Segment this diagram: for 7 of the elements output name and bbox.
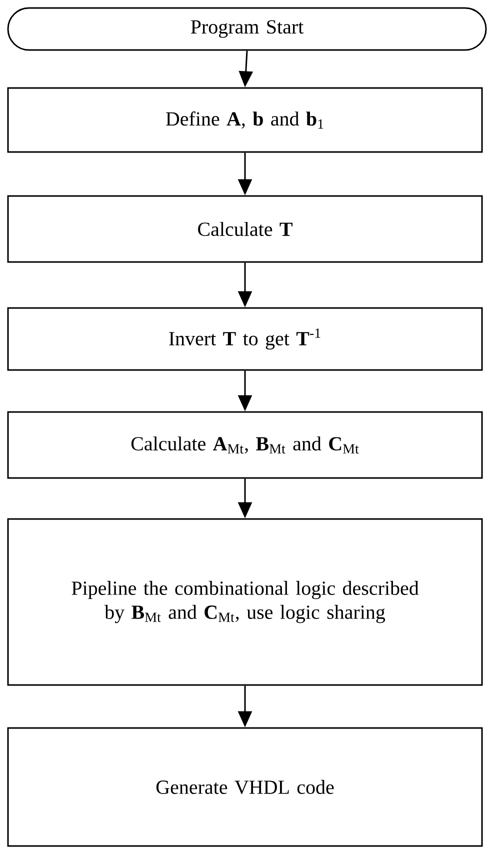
process-box: Invert T to get T$^{-1}$ <box>7 307 483 371</box>
process-box: Define A, b and b$_{1}$ <box>7 87 483 153</box>
process-box: Generate VHDL code <box>7 727 483 847</box>
process-box: Calculate A$_{Mt}$, B$_{Mt}$ and C$_{Mt}$ <box>7 411 483 479</box>
process-box: Pipeline the combinational logic described by B$_{Mt}$ and C$_{Mt}$, use logic sharing <box>7 518 483 686</box>
process-box: Calculate T <box>7 195 483 263</box>
start-terminal: Program Start <box>7 7 487 51</box>
